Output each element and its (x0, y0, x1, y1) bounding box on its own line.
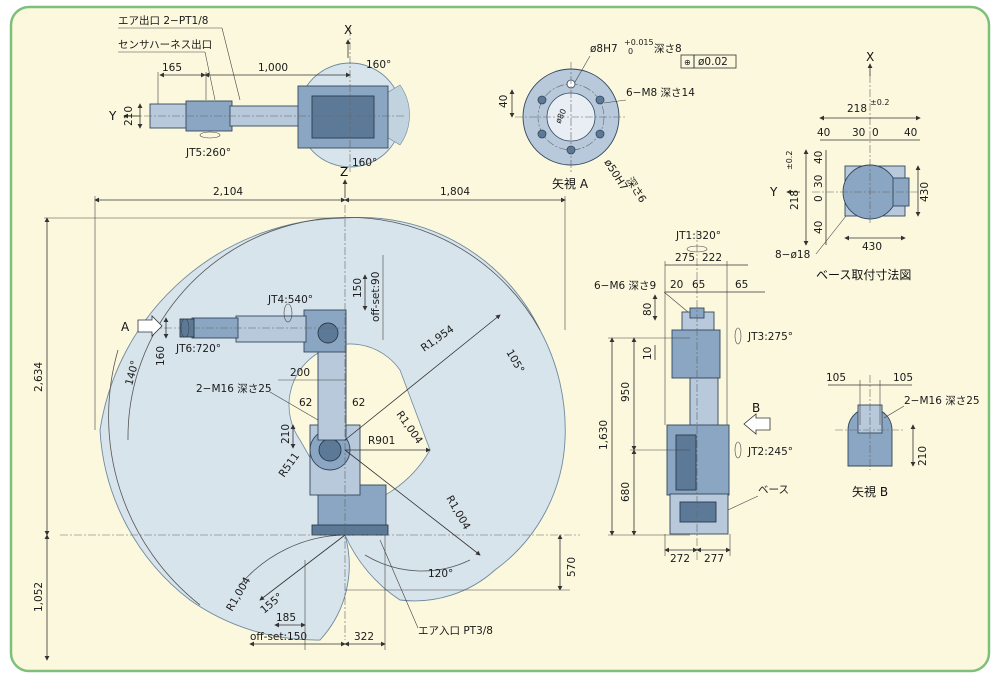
view-a-tol-lower: 0 (628, 47, 633, 56)
front-dim-680: 680 (620, 482, 632, 502)
view-b-dim-210: 210 (917, 446, 929, 466)
dim-210: 210 (280, 424, 292, 444)
view-b: 105 105 2−M16 深さ25 210 矢視 B (826, 372, 980, 499)
front-dim-275: 275 (675, 252, 695, 264)
base-dim-218-left: 218 (789, 190, 801, 210)
front-dim-80: 80 (642, 303, 654, 316)
front-lower-arm (689, 377, 719, 429)
base-dim-0: 0 (872, 127, 879, 139)
dim-150: 150 (352, 278, 364, 298)
side-view: Z 2,104 1,804 2,634 1,052 JT4:540° A 160… (33, 165, 580, 661)
angle-120: 120° (428, 568, 453, 580)
base-holes: 8−ø18 (775, 249, 810, 261)
top-x-axis: X (344, 23, 352, 37)
base-dim-40-right: 40 (904, 127, 917, 139)
dim-1804: 1,804 (440, 186, 470, 198)
robot-lower-arm (317, 339, 347, 441)
base-dim-218-top: 218 (847, 103, 867, 115)
base-y-axis: Y (769, 185, 778, 199)
side-tap-label: 2−M16 深さ25 (196, 383, 272, 395)
top-view-motor (311, 95, 375, 139)
dim-1052: 1,052 (33, 582, 45, 612)
dim-185: 185 (276, 612, 296, 624)
base-dim-430-right: 430 (919, 182, 931, 202)
jt4-label: JT4:540° (267, 294, 313, 306)
base-tol-top: ±0.2 (870, 98, 889, 107)
front-tap-label: 6−M6 深さ9 (594, 280, 656, 292)
front-dim-65-b: 65 (735, 279, 748, 291)
top-angle-160-upper: 160° (366, 59, 391, 71)
r-901: R901 (368, 435, 395, 447)
view-b-dim-105-left: 105 (826, 372, 846, 384)
air-outlet-label: エア出口 2−PT1/8 (118, 14, 208, 27)
view-b-tap-label: 2−M16 深さ25 (904, 395, 980, 407)
view-a-dim-40: 40 (498, 95, 510, 108)
front-dim-272: 272 (670, 553, 690, 565)
front-view: JT1:320° 275 222 6−M6 深さ9 20 65 65 80 10… (594, 230, 793, 565)
front-dim-20: 20 (670, 279, 683, 291)
front-dim-222: 222 (702, 252, 722, 264)
base-dim-430-bottom: 430 (862, 241, 882, 253)
front-dim-1630: 1,630 (598, 420, 610, 450)
dim-570: 570 (566, 557, 578, 577)
dim-2104: 2,104 (213, 186, 243, 198)
view-a-hole-spec: ø8H7 (590, 43, 618, 55)
position-tolerance: ø0.02 (698, 56, 728, 68)
view-a-hole-depth: 深さ8 (654, 43, 682, 55)
base-dim-40-left: 40 (817, 127, 830, 139)
view-b-marker: B (752, 401, 760, 415)
offset-90: off-set:90 (370, 272, 382, 322)
dim-322: 322 (354, 631, 374, 643)
top-y-axis: Y (108, 109, 117, 123)
robot-forearm (235, 315, 307, 343)
air-inlet-label: エア入口 PT3/8 (418, 625, 493, 637)
base-dim-40-v1: 40 (813, 151, 825, 164)
base-mount-drawing: X Y 218 ±0.2 40 30 0 40 218 ±0.2 40 30 0… (769, 50, 931, 282)
front-dim-10: 10 (642, 347, 654, 360)
view-a-title: 矢視 A (552, 176, 589, 191)
sensor-harness-label: センサハーネス出口 (118, 38, 212, 51)
jt6-label: JT6:720° (175, 343, 221, 355)
front-upper-joint (671, 329, 721, 379)
front-dim-950: 950 (620, 382, 632, 402)
dim-200: 200 (290, 367, 310, 379)
top-dim-165: 165 (162, 62, 182, 74)
view-b-title: 矢視 B (852, 484, 888, 499)
dim-160: 160 (155, 346, 167, 366)
view-a-tol-upper: +0.015 (624, 38, 654, 47)
jt5-label: JT5:260° (185, 147, 231, 159)
dim-62-right: 62 (352, 397, 365, 409)
front-dim-65-a: 65 (692, 279, 705, 291)
robot-base-plate (311, 524, 389, 536)
z-axis: Z (340, 165, 348, 179)
dim-2634: 2,634 (33, 362, 45, 392)
jt1-label: JT1:320° (675, 230, 721, 242)
base-dim-40-v2: 40 (813, 221, 825, 234)
jt3-label: JT3:275° (747, 331, 793, 343)
top-dim-1000: 1,000 (258, 62, 288, 74)
base-dim-30-v: 30 (813, 175, 825, 188)
top-view: X Y エア出口 2−PT1/8 センサハーネス出口 165 1,000 210… (108, 14, 410, 172)
view-b-dim-105-right: 105 (893, 372, 913, 384)
base-dim-30: 30 (852, 127, 865, 139)
dim-62-left: 62 (299, 397, 312, 409)
front-base-label: ベース (758, 484, 789, 496)
jt2-label: JT2:245° (747, 446, 793, 458)
offset-150: off-set:150 (250, 631, 307, 643)
view-a-thread: 6−M8 深さ14 (626, 87, 695, 99)
top-dim-210: 210 (123, 106, 135, 126)
top-angle-160-lower: 160° (352, 157, 377, 169)
svg-text:⊕: ⊕ (684, 58, 691, 67)
base-mount-title: ベース取付寸法図 (816, 268, 911, 282)
front-dim-277: 277 (704, 553, 724, 565)
base-x-axis: X (866, 50, 874, 64)
base-tol-left: ±0.2 (785, 151, 794, 170)
base-dim-0-v: 0 (813, 195, 825, 202)
view-a-marker: A (121, 320, 130, 334)
